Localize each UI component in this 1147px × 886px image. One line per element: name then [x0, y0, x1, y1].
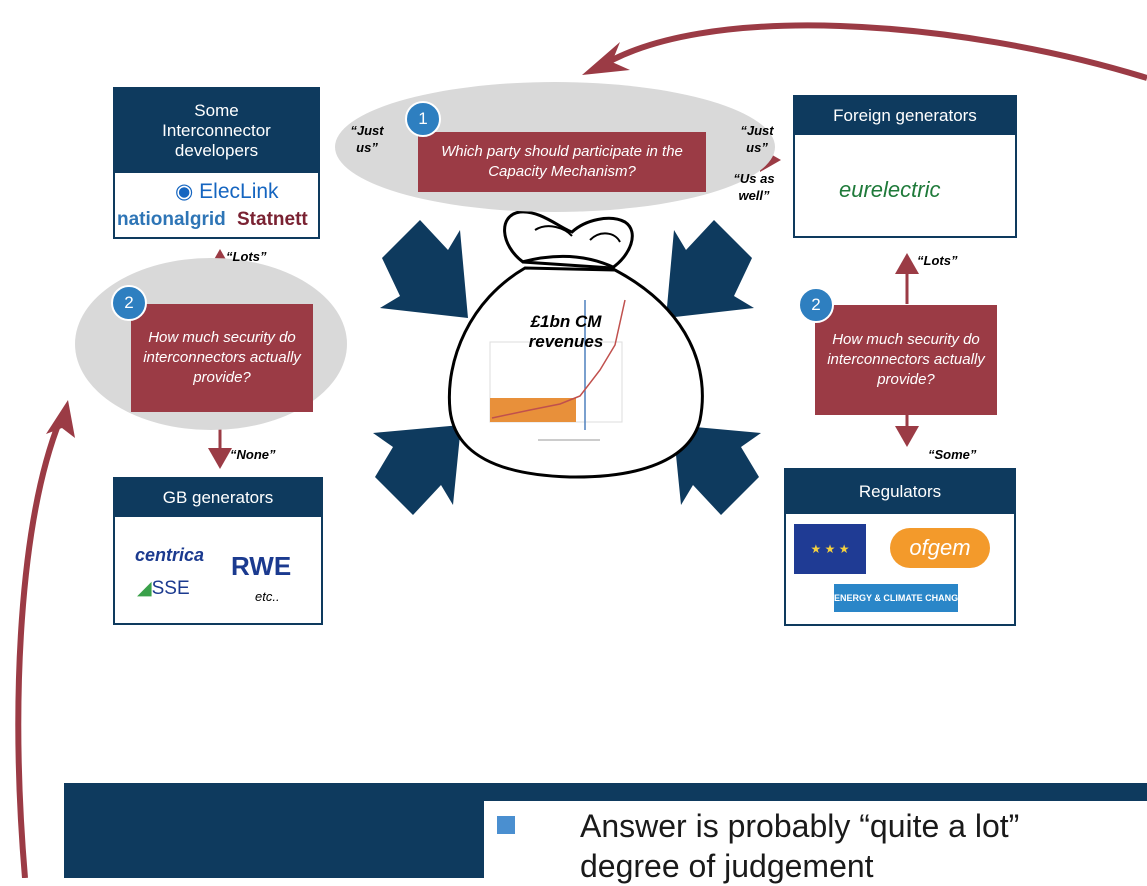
answer-none: “None” — [230, 447, 276, 462]
question-2-left-text: How much security do interconnectors act… — [143, 329, 301, 386]
arrow-navy-bottom-right — [673, 425, 761, 515]
party-regulators-title: Regulators — [786, 470, 1014, 514]
question-1-text: Which party should participate in the Ca… — [441, 143, 683, 180]
party-gb-generators: GB generators centrica RWE ◢SSE etc.. — [113, 477, 323, 625]
eu-flag-icon: ★ ★ ★ — [794, 524, 866, 574]
nationalgrid-logo: nationalgrid — [117, 209, 226, 230]
question-1-box: Which party should participate in the Ca… — [418, 132, 706, 192]
ofgem-logo: ofgem — [890, 528, 990, 568]
party-interconnector-developers-title: Some Interconnector developers — [115, 89, 318, 173]
question-1-badge: 1 — [405, 101, 441, 137]
statnett-logo: Statnett — [237, 209, 308, 230]
question-2-left-badge: 2 — [111, 285, 147, 321]
party-interconnector-developers: Some Interconnector developers ◉ ElecLin… — [113, 87, 320, 239]
sse-leaf-icon: ◢ — [137, 578, 152, 599]
bottom-text-area — [484, 801, 1147, 878]
question-2-left-box: How much security do interconnectors act… — [131, 304, 313, 412]
feedback-curve-left — [15, 418, 63, 878]
decc-logo: ENERGY & CLIMATE CHANGE — [834, 584, 964, 612]
party-gb-generators-title: GB generators — [115, 479, 321, 517]
centrica-logo: centrica — [135, 545, 205, 565]
sse-logo: ◢SSE — [137, 578, 190, 599]
eleclink-logo: ◉ ElecLink — [175, 180, 279, 203]
party-regulators: Regulators ★ ★ ★ ofgem ENERGY & CLIMATE … — [784, 468, 1016, 626]
answer-some: “Some” — [928, 447, 977, 462]
eleclink-icon: ◉ — [175, 180, 194, 203]
rwe-logo: RWE — [231, 551, 292, 581]
answer-just-us-right: “Just us” — [740, 123, 774, 155]
gb-generators-etc: etc.. — [255, 589, 280, 604]
question-2-right-box: How much security do interconnectors act… — [815, 305, 997, 415]
money-bag — [447, 210, 704, 479]
feedback-curve-left-arrowhead — [46, 400, 75, 438]
arrow-navy-top-right — [666, 220, 754, 318]
question-2-right-badge: 2 — [798, 287, 834, 323]
arrow-navy-top-left — [380, 220, 468, 318]
arrow-navy-bottom-left — [373, 425, 461, 515]
eurelectric-logo: eurelectric — [839, 177, 941, 202]
bag-label: £1bn CM revenues — [528, 312, 604, 351]
party-foreign-generators: Foreign generators eurelectric — [793, 95, 1017, 238]
answer-us-as-well: “Us as well” — [733, 171, 775, 203]
answer-just-us-left: “Just us” — [350, 123, 384, 155]
question-2-right-text: How much security do interconnectors act… — [827, 331, 985, 388]
answer-lots-left: “Lots” — [226, 249, 267, 264]
bullet-square-icon — [497, 816, 515, 834]
feedback-curve-top — [593, 22, 1147, 81]
feedback-curve-top-arrowhead — [582, 42, 630, 75]
answer-lots-right: “Lots” — [917, 253, 958, 268]
bottom-bullet-line2: degree of judgement — [580, 848, 874, 884]
party-foreign-generators-title: Foreign generators — [795, 97, 1015, 135]
bottom-bullet-line1: Answer is probably “quite a lot” — [580, 808, 1020, 844]
